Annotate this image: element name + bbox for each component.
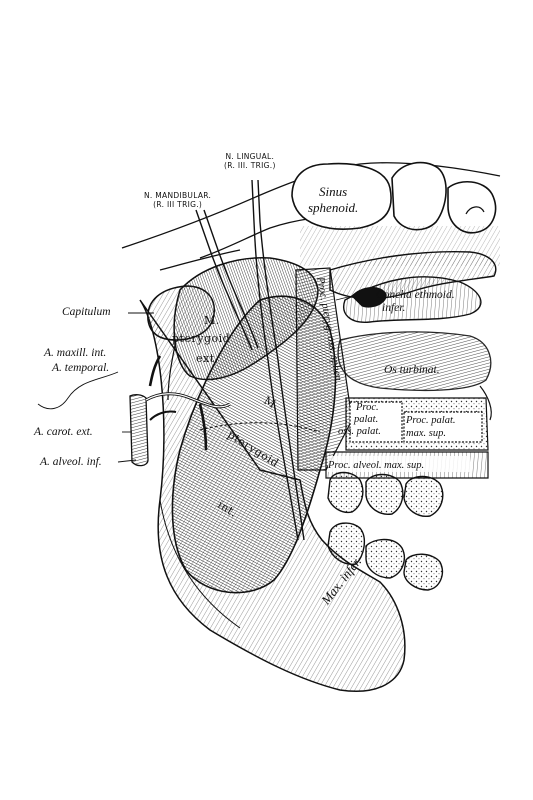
label-concha-ethmoid: Concha ethmoid. infer. <box>376 289 455 315</box>
label-proc-palat-oss-line1: Proc. <box>356 402 379 413</box>
lower-teeth <box>327 522 444 591</box>
nerves <box>195 179 305 541</box>
palate-region <box>325 397 489 479</box>
label-proc-palat-max: Proc. palat. max. sup. <box>406 414 455 440</box>
label-m-upper: M. <box>204 314 220 327</box>
label-a-maxill-int: A. maxill. int. <box>44 347 107 359</box>
label-proc-alveol: Proc. alveol. max. sup. <box>328 460 425 471</box>
label-concha-line1: Concha ethmoid. <box>376 289 455 301</box>
label-n-lingual-line2: (R. III. TRIG.) <box>224 161 276 170</box>
label-a-alveol-inf: A. alveol. inf. <box>40 456 102 468</box>
label-pterygoid-ext: pterygoid <box>172 332 231 345</box>
label-sinus-sphenoid: Sinus sphenoid. <box>308 184 358 216</box>
label-pterygoid-ext-2: ext. <box>196 352 219 365</box>
label-n-lingual: N. LINGUAL. (R. III. TRIG.) <box>224 152 276 170</box>
leader-lines <box>37 295 353 463</box>
label-n-lingual-line1: N. LINGUAL. <box>225 152 275 161</box>
label-concha-line2: infer. <box>382 302 406 314</box>
label-n-mandibular: N. MANDIBULAR. (R. III TRIG.) <box>144 191 211 209</box>
label-a-carot-ext: A. carot. ext. <box>34 426 93 438</box>
label-proc-palat-oss-line3: oss. palat. <box>338 426 381 437</box>
label-proc-palat-oss-line2: palat. <box>354 414 379 425</box>
upper-teeth <box>327 471 444 517</box>
label-proc-palat-max-line1: Proc. palat. <box>406 415 456 426</box>
label-a-temporal: A. temporal. <box>52 362 110 374</box>
sphenoid-sinus <box>291 161 497 234</box>
arteries <box>129 355 231 467</box>
label-capitulum: Capitulum <box>62 306 111 318</box>
label-proc-palat-oss: Proc. palat. oss. palat. <box>338 402 381 438</box>
label-n-mandibular-line1: N. MANDIBULAR. <box>144 191 212 200</box>
label-os-turbinat: Os turbinat. <box>384 364 440 376</box>
label-sinus-line2: sphenoid. <box>308 200 359 215</box>
label-proc-palat-max-line2: max. sup. <box>406 428 446 439</box>
label-sinus-line1: Sinus <box>319 184 348 199</box>
label-n-mandibular-line2: (R. III TRIG.) <box>153 200 203 209</box>
nasal-conchae <box>329 251 497 421</box>
